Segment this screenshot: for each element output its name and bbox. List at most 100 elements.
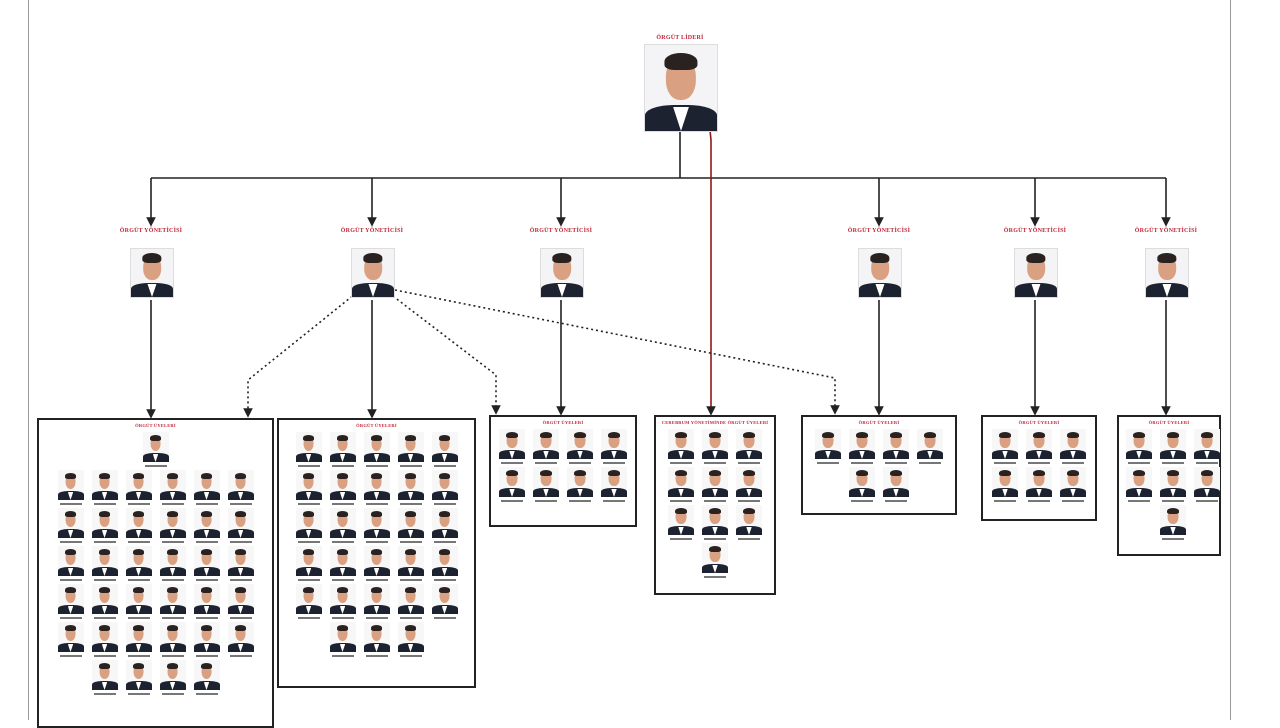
hair xyxy=(924,431,936,438)
suit xyxy=(363,453,390,462)
hair xyxy=(200,662,213,669)
face xyxy=(890,471,902,487)
hair xyxy=(1167,469,1179,476)
member-name-caption xyxy=(1162,462,1184,464)
hair xyxy=(336,586,349,593)
member-photo xyxy=(567,429,593,459)
hair xyxy=(1133,431,1145,438)
face xyxy=(167,474,178,490)
suit xyxy=(601,488,627,497)
hair xyxy=(1167,431,1179,438)
face xyxy=(439,550,450,566)
member-photo xyxy=(57,622,84,652)
member-name-caption xyxy=(297,541,320,543)
member-photo xyxy=(1160,467,1186,497)
member-photo xyxy=(1026,429,1052,459)
shirt xyxy=(557,283,567,297)
suit xyxy=(159,681,186,690)
hair xyxy=(64,548,77,555)
manager-photo xyxy=(351,248,395,298)
suit xyxy=(329,453,356,462)
member xyxy=(1194,467,1220,502)
member xyxy=(295,584,322,619)
hair xyxy=(822,431,834,438)
hair xyxy=(302,548,315,555)
member xyxy=(57,546,84,581)
member-name-caption xyxy=(433,617,456,619)
shirt xyxy=(373,643,380,652)
member-name-caption xyxy=(195,617,218,619)
hair xyxy=(98,662,111,669)
hair xyxy=(1026,253,1046,263)
shirt xyxy=(712,526,718,535)
member-name-caption xyxy=(297,465,320,467)
suit xyxy=(295,453,322,462)
group-role-label: ÖRGÜT ÜYELERİ xyxy=(858,420,900,425)
hair xyxy=(1067,431,1079,438)
suit xyxy=(397,529,424,538)
shirt xyxy=(712,450,718,459)
member xyxy=(601,467,627,502)
face xyxy=(337,588,348,604)
member xyxy=(193,508,220,543)
face xyxy=(99,588,110,604)
suit xyxy=(363,643,390,652)
member-photo xyxy=(1194,429,1220,459)
shirt xyxy=(1136,488,1142,497)
member-photo xyxy=(91,546,118,576)
member-name-caption xyxy=(1196,500,1218,502)
member-name-caption xyxy=(229,579,252,581)
suit xyxy=(499,488,525,497)
member-name-caption xyxy=(127,579,150,581)
hair xyxy=(540,431,552,438)
member xyxy=(736,467,762,502)
face xyxy=(235,550,246,566)
member xyxy=(125,470,152,505)
hair xyxy=(540,469,552,476)
hair xyxy=(98,510,111,517)
shirt xyxy=(543,450,549,459)
shirt xyxy=(407,491,414,500)
member-name-caption xyxy=(670,538,692,540)
member-photo xyxy=(295,584,322,614)
member-photo xyxy=(1026,467,1052,497)
member-photo xyxy=(397,584,424,614)
member-photo xyxy=(702,467,728,497)
shirt xyxy=(169,567,176,576)
face xyxy=(405,588,416,604)
member xyxy=(601,429,627,464)
member-name-caption xyxy=(1196,462,1218,464)
face xyxy=(506,471,518,487)
member xyxy=(363,470,390,505)
face xyxy=(371,436,382,452)
member xyxy=(125,660,152,695)
manager-role-label: ÖRGÜT YÖNETİCİSİ xyxy=(340,228,404,234)
face xyxy=(675,471,687,487)
member-name-caption xyxy=(229,541,252,543)
member-photo xyxy=(363,470,390,500)
member xyxy=(668,429,694,464)
member-photo xyxy=(227,508,254,538)
hair xyxy=(149,434,162,441)
face xyxy=(439,474,450,490)
shirt xyxy=(305,529,312,538)
shirt xyxy=(859,488,865,497)
member xyxy=(329,546,356,581)
member xyxy=(702,505,728,540)
suit xyxy=(883,488,909,497)
hair xyxy=(98,472,111,479)
manager-role-label: ÖRGÜT YÖNETİCİSİ xyxy=(847,228,911,234)
member-photo xyxy=(702,505,728,535)
shirt xyxy=(577,488,583,497)
shirt xyxy=(339,529,346,538)
manager-photo xyxy=(1145,248,1189,298)
member-name-caption xyxy=(195,693,218,695)
shirt xyxy=(407,643,414,652)
face xyxy=(337,512,348,528)
member-photo xyxy=(431,470,458,500)
member-photo xyxy=(329,508,356,538)
member xyxy=(702,467,728,502)
face xyxy=(99,626,110,642)
member-name-caption xyxy=(297,617,320,619)
shirt xyxy=(1070,488,1076,497)
